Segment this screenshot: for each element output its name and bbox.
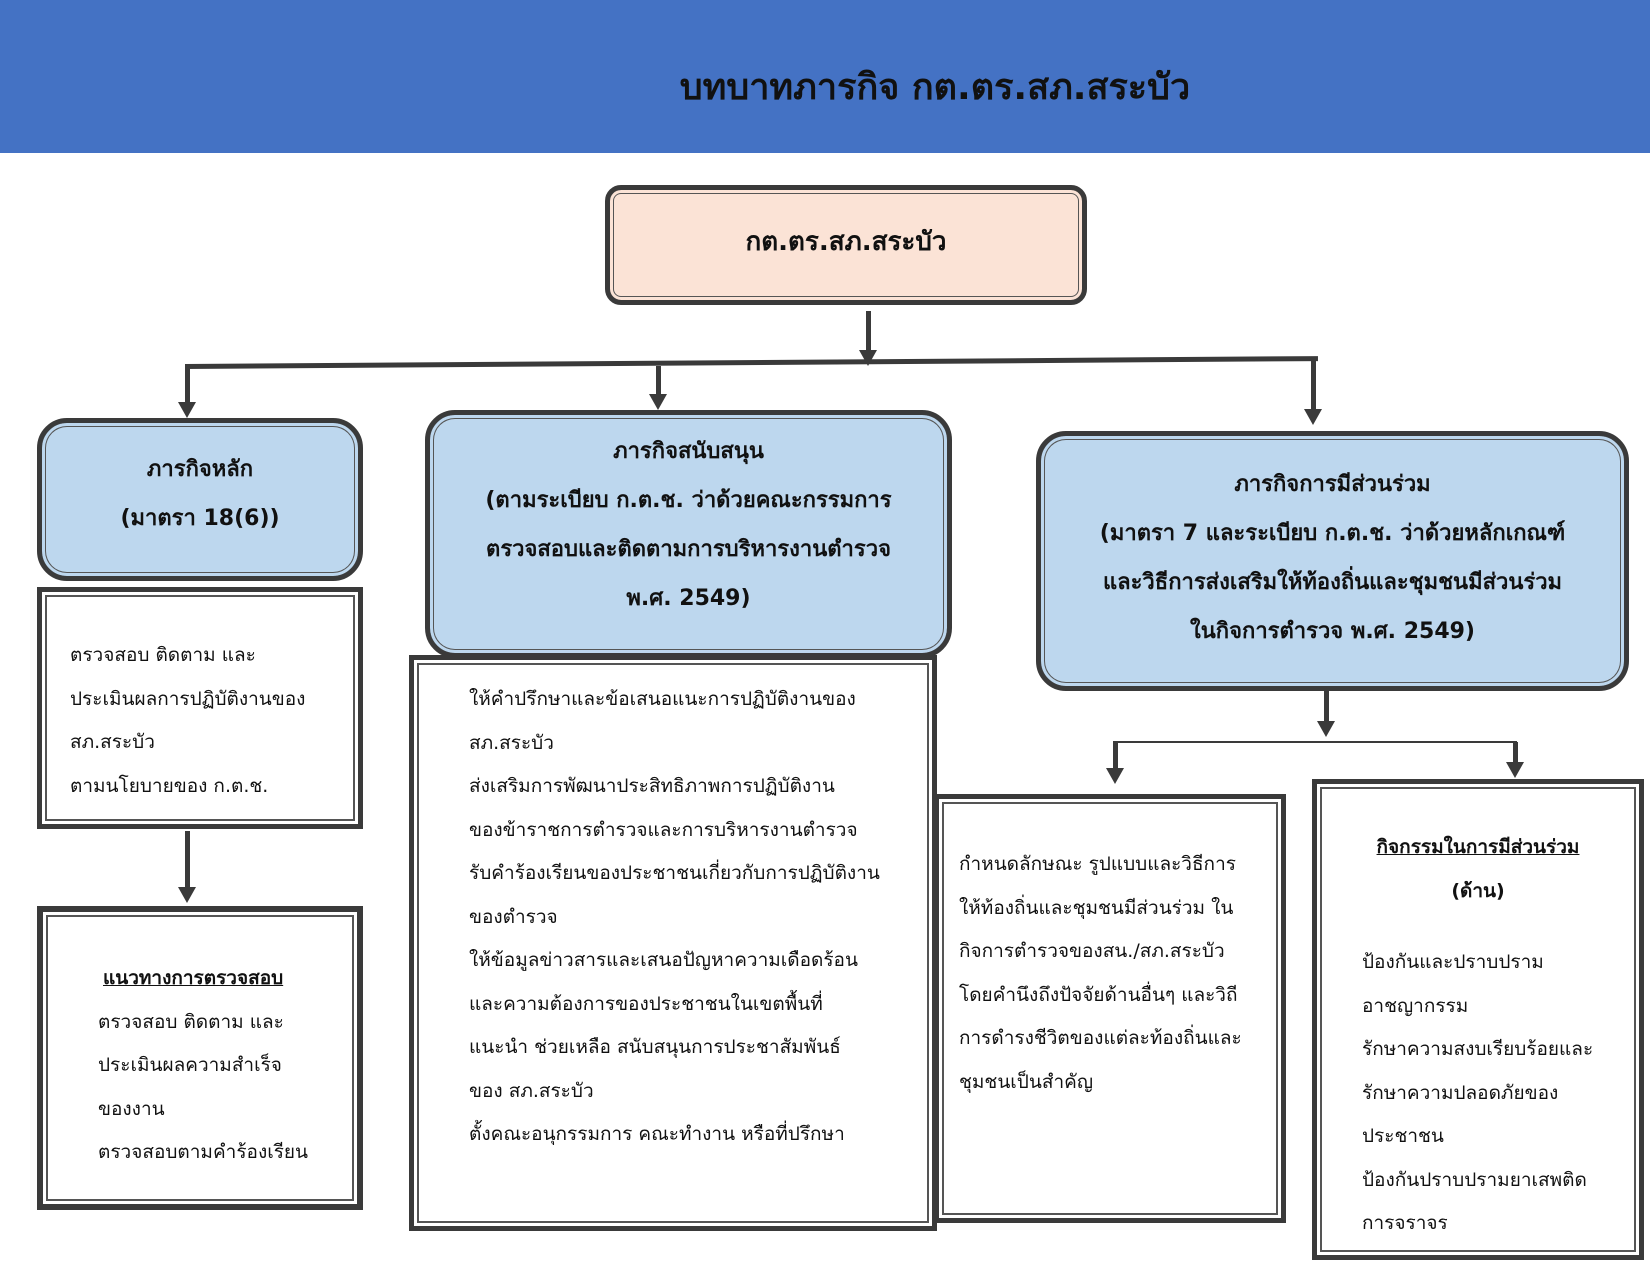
guideline-line: ตรวจสอบ ติดตาม และ — [98, 1010, 284, 1033]
support-mission-details: ให้คำปรึกษาและข้อเสนอแนะการปฏิบัติงานของ… — [409, 655, 937, 1231]
arrow-head — [649, 394, 667, 410]
main-mission-title: ภารกิจหลัก — [146, 457, 254, 482]
subtitle-line: ในกิจการตำรวจ พ.ศ. 2549) — [1190, 619, 1475, 644]
detail-line: ของ สภ.สระบัว — [469, 1079, 594, 1102]
activities-box: กิจกรรมในการมีส่วนร่วม (ด้าน) ป้องกันและ… — [1312, 779, 1644, 1260]
detail-line: ของตำรวจ — [469, 905, 558, 928]
support-mission-node: ภารกิจสนับสนุน (ตามระเบียบ ก.ต.ช. ว่าด้ว… — [425, 410, 952, 658]
activity-line: ป้องกันปราบปรามยาเสพติด — [1362, 1168, 1587, 1191]
participation-mission-node: ภารกิจการมีส่วนร่วม (มาตรา 7 และระเบียบ … — [1036, 431, 1629, 691]
activities-subtitle: (ด้าน) — [1451, 879, 1505, 902]
connector — [656, 366, 661, 396]
activity-line: รักษาความปลอดภัยของ — [1362, 1081, 1559, 1104]
root-node: กต.ตร.สภ.สระบัว — [605, 185, 1087, 305]
subtitle-line: พ.ศ. 2549) — [626, 586, 751, 611]
subtitle-line: (ตามระเบียบ ก.ต.ช. ว่าด้วยคณะกรรมการ — [485, 488, 892, 513]
guideline-line: ตรวจสอบตามคำร้องเรียน — [98, 1141, 309, 1163]
main-mission-subtitle: (มาตรา 18(6)) — [120, 506, 280, 531]
arrow-head — [1506, 762, 1524, 778]
detail-line: ให้คำปรึกษาและข้อเสนอแนะการปฏิบัติงานของ — [469, 688, 856, 710]
guideline-line: ประเมินผลความสำเร็จ — [98, 1054, 282, 1076]
connector — [866, 311, 871, 353]
connector — [1513, 742, 1518, 764]
activity-line: อาชญากรรม — [1362, 994, 1469, 1017]
participation-mission-title: ภารกิจการมีส่วนร่วม — [1234, 472, 1431, 497]
activity-line: ป้องกันและปราบปราม — [1362, 951, 1544, 973]
arrow-head — [1304, 409, 1322, 425]
header-banner — [0, 0, 1650, 153]
main-mission-node: ภารกิจหลัก (มาตรา 18(6)) — [37, 418, 363, 581]
detail-line: กิจการตำรวจของสน./สภ.สระบัว — [959, 940, 1225, 962]
detail-line: การดำรงชีวิตของแต่ละท้องถิ่นและ — [959, 1027, 1242, 1049]
page-title: บทบาทภารกิจ กต.ตร.สภ.สระบัว — [679, 67, 1191, 108]
detail-line: สภ.สระบัว — [70, 731, 155, 753]
arrow-head — [1317, 721, 1335, 737]
detail-line: ตามนโยบายของ ก.ต.ช. — [70, 774, 269, 797]
participation-details: กำหนดลักษณะ รูปแบบและวิธีการ ให้ท้องถิ่น… — [934, 794, 1286, 1223]
detail-line: และความต้องการของประชาชนในเขตพื้นที่ — [469, 992, 823, 1015]
connector — [1113, 742, 1118, 770]
activity-line: ประชาชน — [1362, 1125, 1444, 1147]
root-label: กต.ตร.สภ.สระบัว — [745, 227, 947, 257]
activity-line: การจราจร — [1362, 1212, 1448, 1234]
guideline-line: ของงาน — [98, 1097, 165, 1120]
subtitle-line: และวิธีการส่งเสริมให้ท้องถิ่นและชุมชนมีส… — [1102, 570, 1563, 595]
arrow-head — [178, 402, 196, 418]
subtitle-line: ตรวจสอบและติดตามการบริหารงานตำรวจ — [486, 537, 891, 562]
arrow-head — [178, 887, 196, 903]
detail-line: รับคำร้องเรียนของประชาชนเกี่ยวกับการปฏิบ… — [469, 862, 880, 884]
support-mission-title: ภารกิจสนับสนุน — [613, 439, 764, 464]
connector — [1324, 691, 1329, 723]
connector — [1311, 360, 1316, 412]
detail-line: ของข้าราชการตำรวจและการบริหารงานตำรวจ — [469, 818, 858, 841]
arrow-head — [1106, 768, 1124, 784]
activities-title: กิจกรรมในการมีส่วนร่วม — [1376, 836, 1580, 858]
detail-line: ตรวจสอบ ติดตาม และ — [70, 644, 256, 666]
detail-line: ชุมชนเป็นสำคัญ — [959, 1070, 1094, 1093]
detail-line: ให้ข้อมูลข่าวสารและเสนอปัญหาความเดือดร้อ… — [469, 949, 858, 971]
detail-line: ประเมินผลการปฏิบัติงานของ — [70, 687, 306, 710]
main-mission-details: ตรวจสอบ ติดตาม และ ประเมินผลการปฏิบัติงา… — [37, 587, 363, 829]
detail-line: กำหนดลักษณะ รูปแบบและวิธีการ — [959, 853, 1236, 875]
activity-line: รักษาความสงบเรียบร้อยและ — [1362, 1038, 1594, 1060]
connector — [185, 831, 190, 889]
connector — [1113, 741, 1517, 743]
detail-line: แนะนำ ช่วยเหลือ สนับสนุนการประชาสัมพันธ์ — [469, 1036, 841, 1058]
guideline-title: แนวทางการตรวจสอบ — [103, 967, 284, 989]
subtitle-line: (มาตรา 7 และระเบียบ ก.ต.ช. ว่าด้วยหลักเก… — [1099, 521, 1566, 546]
detail-line: ให้ท้องถิ่นและชุมชนมีส่วนร่วม ใน — [959, 896, 1234, 919]
connector — [184, 356, 1318, 369]
detail-line: สภ.สระบัว — [469, 731, 554, 754]
detail-line: โดยคำนึงถึงปัจจัยด้านอื่นๆ และวิถี — [959, 983, 1238, 1006]
connector — [185, 366, 190, 406]
detail-line: ตั้งคณะอนุกรรมการ คณะทำงาน หรือที่ปรึกษา — [469, 1123, 845, 1145]
guideline-box: แนวทางการตรวจสอบ ตรวจสอบ ติดตาม และ ประเ… — [37, 906, 363, 1210]
detail-line: ส่งเสริมการพัฒนาประสิทธิภาพการปฏิบัติงาน — [469, 775, 835, 797]
